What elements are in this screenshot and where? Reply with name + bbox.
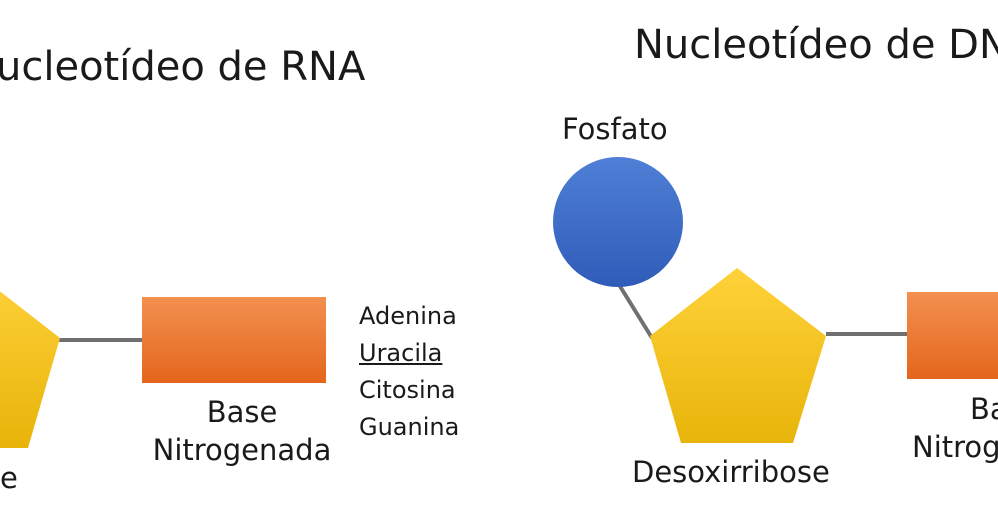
rna-base-label-line1: Base xyxy=(206,395,278,429)
rna-sugar-label: e xyxy=(0,461,18,495)
rna-ribose-pentagon xyxy=(0,291,60,448)
dna-nitrogenous-base-rect xyxy=(907,292,998,379)
rna-base-adenina: Adenina xyxy=(359,302,457,330)
rna-title: ucleotídeo de RNA xyxy=(0,44,366,90)
dna-base-label-line2: Nitrog xyxy=(912,430,998,464)
rna-base-label-line2: Nitrogenada xyxy=(152,433,332,467)
dna-base-label: Ba Nitrog xyxy=(912,390,998,466)
dna-deoxyribose-pentagon xyxy=(650,268,826,443)
dna-phosphate-sugar-bond xyxy=(616,281,654,340)
rna-bases-list: Adenina Uracila Citosina Guanina xyxy=(359,298,459,446)
rna-base-citosina: Citosina xyxy=(359,376,456,404)
rna-base-uracila: Uracila xyxy=(359,339,443,367)
rna-nitrogenous-base-rect xyxy=(142,297,326,383)
dna-title: Nucleotídeo de DN xyxy=(634,22,998,68)
rna-base-guanina: Guanina xyxy=(359,413,460,441)
dna-sugar-label: Desoxirribose xyxy=(632,455,830,489)
dna-phosphate-label: Fosfato xyxy=(562,112,668,146)
rna-base-label: Base Nitrogenada xyxy=(142,393,342,469)
dna-phosphate-circle xyxy=(553,157,683,287)
dna-base-label-line1: Ba xyxy=(970,392,998,426)
